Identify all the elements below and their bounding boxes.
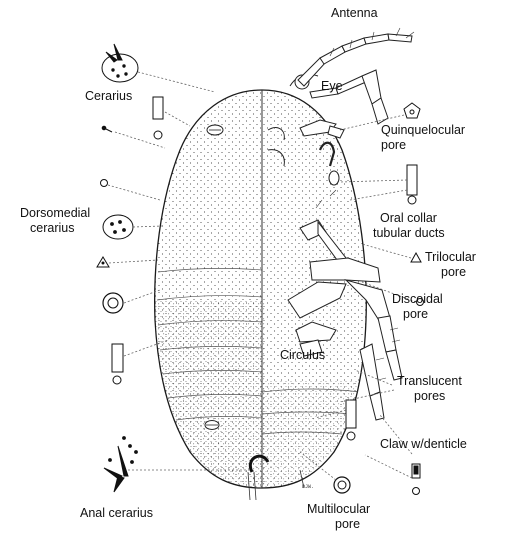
tubular-duct-icon [406, 164, 418, 205]
label-eye: Eye [321, 79, 343, 93]
label-dorsomedial: Dorsomedial [20, 206, 91, 220]
label-quinquelocular-pore: pore [381, 138, 407, 152]
trilocular-pore-icon [96, 256, 110, 268]
label-cerarius: Cerarius [85, 89, 133, 103]
dorsomedial-cerarius-icon [102, 214, 134, 240]
label-anal-cerarius: Anal cerarius [80, 506, 153, 520]
label-quinquelocular: Quinquelocular [381, 123, 466, 137]
claw-icon [411, 463, 421, 495]
body-segments [156, 268, 361, 435]
cerarius-icon [101, 43, 139, 83]
anal-cerarius-icon [103, 436, 138, 493]
label-trilocular-pore: pore [441, 265, 467, 279]
quinquelocular-pore-icon [403, 102, 421, 119]
label-antenna: Antenna [331, 6, 378, 20]
tubular-duct-icon [152, 96, 164, 140]
label-discoidal-pore: pore [403, 307, 429, 321]
discoidal-pore-icon [416, 298, 424, 306]
tubular-duct-icon [111, 343, 124, 385]
leader-lines [107, 71, 417, 481]
label-translucent: Translucent [397, 374, 462, 388]
label-oral-collar-ducts: tubular ducts [373, 226, 445, 240]
body-outline [154, 89, 367, 501]
antenna-drawing [297, 27, 415, 125]
artist-signature: DJW. [302, 484, 315, 490]
label-claw: Claw w/denticle [380, 437, 467, 451]
label-trilocular: Trilocular [425, 250, 476, 264]
discoidal-pore-icon [102, 292, 124, 314]
label-multilocular: Multilocular [307, 502, 371, 516]
leg-drawing [287, 119, 403, 421]
label-dorsomedial-cerarius: cerarius [30, 221, 75, 235]
label-multilocular-pore: pore [335, 517, 361, 531]
seta-icon [101, 125, 113, 133]
trilocular-pore-icon [100, 179, 108, 187]
label-translucent-pores: pores [414, 389, 446, 403]
label-oral-collar: Oral collar [380, 211, 437, 225]
label-discoidal: Discoidal [392, 292, 443, 306]
label-circulus: Circulus [280, 348, 326, 362]
trilocular-pore-icon [410, 251, 422, 263]
tubular-duct-icon [345, 399, 357, 441]
multilocular-pore-icon [333, 476, 351, 494]
